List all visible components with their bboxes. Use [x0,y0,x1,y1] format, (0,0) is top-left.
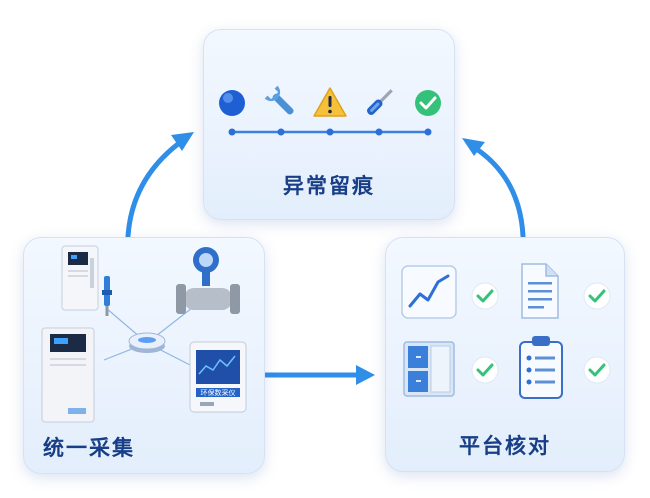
check-icon [471,282,499,310]
data-collector-icon [189,341,247,413]
wrench-icon [264,85,294,115]
warning-icon [313,87,347,117]
storage-cabinet-icon [403,341,455,397]
analyzer-device-icon [61,245,99,311]
check-icon [583,356,611,384]
arrow-head-collect-to-trace [171,132,194,151]
hub-node-icon [128,332,166,353]
anomaly-trace-title: 异常留痕 [283,174,375,198]
unified-collection-title: 统一采集 [43,436,135,460]
monitoring-cabinet-icon [41,327,95,423]
collection-devices [41,245,247,423]
flowmeter-icon [176,247,240,314]
dot-icon [219,90,245,116]
arrow-head-verify-to-trace [462,138,485,156]
chart-icon [401,265,457,319]
document-icon [521,263,559,319]
verification-icons [401,263,611,399]
platform-verification-title: 平台核对 [459,434,551,458]
probe-sensor-icon [102,276,112,316]
arrow-head-collect-to-verify [356,365,375,385]
check-icon [583,282,611,310]
timeline [219,85,441,136]
platform-verification-card: 平台核对 [385,237,625,472]
check-icon [471,356,499,384]
collector-screen-label: 环保数采仪 [200,389,236,397]
clipboard-icon [519,336,563,399]
arrow-collect-to-trace [125,141,181,239]
check-icon [415,90,441,116]
screwdriver-icon [367,89,393,115]
arrow-verify-to-trace [475,147,526,239]
unified-collection-card: 环保数采仪 统一采集 [23,237,265,474]
anomaly-trace-card: 异常留痕 [203,29,455,220]
